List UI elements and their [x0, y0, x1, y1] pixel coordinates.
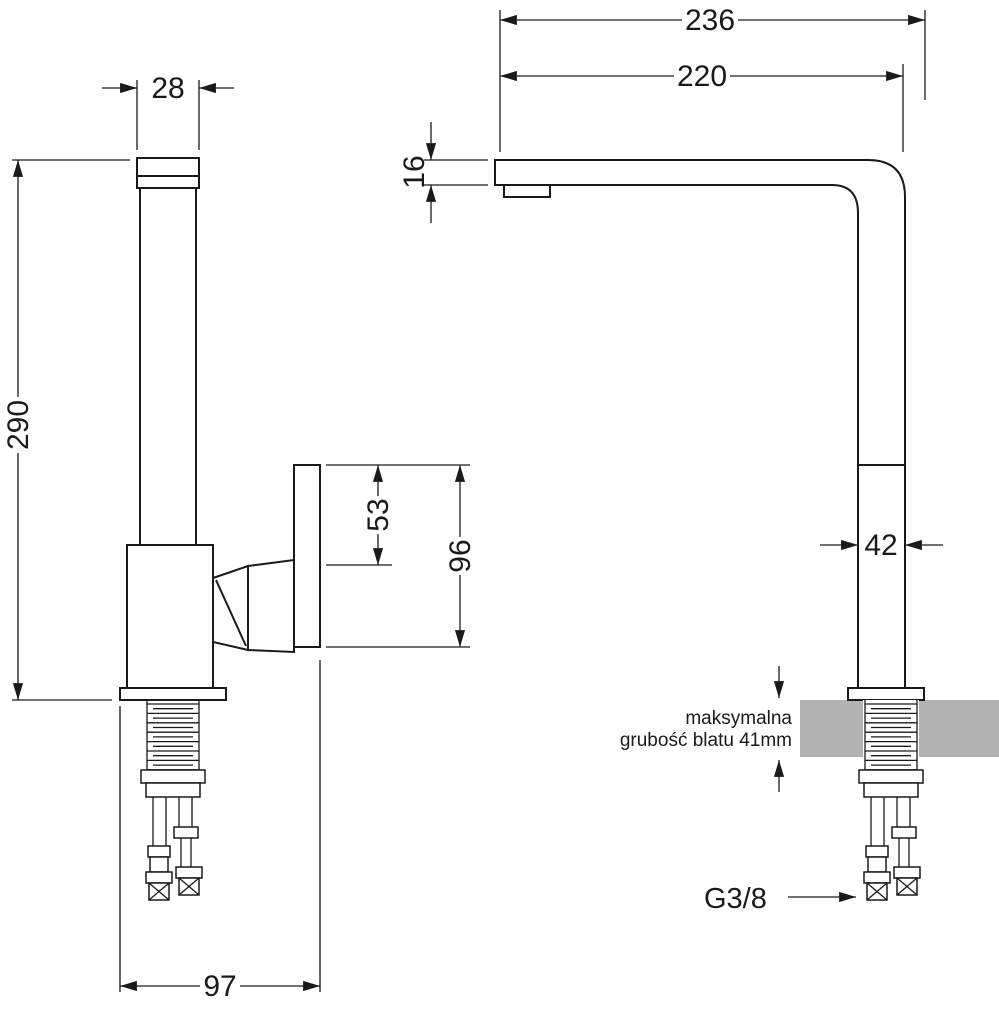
countertop-thickness-annotation: maksymalna grubość blatu 41mm	[620, 666, 792, 792]
dim-overall-reach: 236	[499, 4, 926, 152]
dim-spout-thickness-label: 16	[398, 155, 431, 188]
dim-spout-reach-label: 220	[677, 60, 727, 93]
connector-thread-label: G3/8	[704, 883, 767, 915]
base-flange-side	[119, 687, 227, 701]
dim-overall-reach-label: 236	[685, 4, 735, 37]
dim-handle-height: 96	[326, 465, 477, 648]
dim-body-width: 42	[820, 529, 943, 562]
countertop-note-line1: maksymalna	[685, 708, 792, 729]
dim-handle-offset-label: 53	[362, 498, 395, 531]
dim-spout-reach: 220	[500, 60, 904, 152]
dim-height: 290	[2, 159, 130, 701]
right-front-view: 236 220 16 42	[398, 4, 999, 915]
aerator	[503, 184, 551, 198]
dim-base-depth-label: 97	[203, 970, 236, 1003]
dim-spout-thickness: 16	[398, 122, 488, 223]
left-side-view: 28 290 53 96	[2, 72, 477, 1003]
handle-grip	[293, 464, 321, 648]
base-flange-front	[847, 687, 925, 701]
handle-arm	[247, 558, 295, 654]
countertop-note-line2: grubość blatu 41mm	[620, 730, 792, 751]
dim-body-width-label: 42	[864, 529, 897, 562]
dim-top-width: 28	[102, 72, 234, 150]
dim-top-width-label: 28	[151, 72, 184, 105]
dim-handle-offset: 53	[326, 464, 470, 566]
dim-base-depth: 97	[119, 660, 321, 1003]
dim-handle-height-label: 96	[444, 539, 477, 572]
dim-height-label: 290	[2, 400, 35, 450]
faucet-column-side	[139, 187, 197, 546]
drawing-root: 28 290 53 96	[2, 4, 999, 1003]
spout-tip-cap	[136, 157, 200, 189]
connector-thread-annotation: G3/8	[704, 883, 856, 915]
mixer-body-side	[126, 544, 214, 689]
handle-pivot-diagonal	[215, 579, 247, 647]
shank-clearance	[863, 700, 919, 758]
